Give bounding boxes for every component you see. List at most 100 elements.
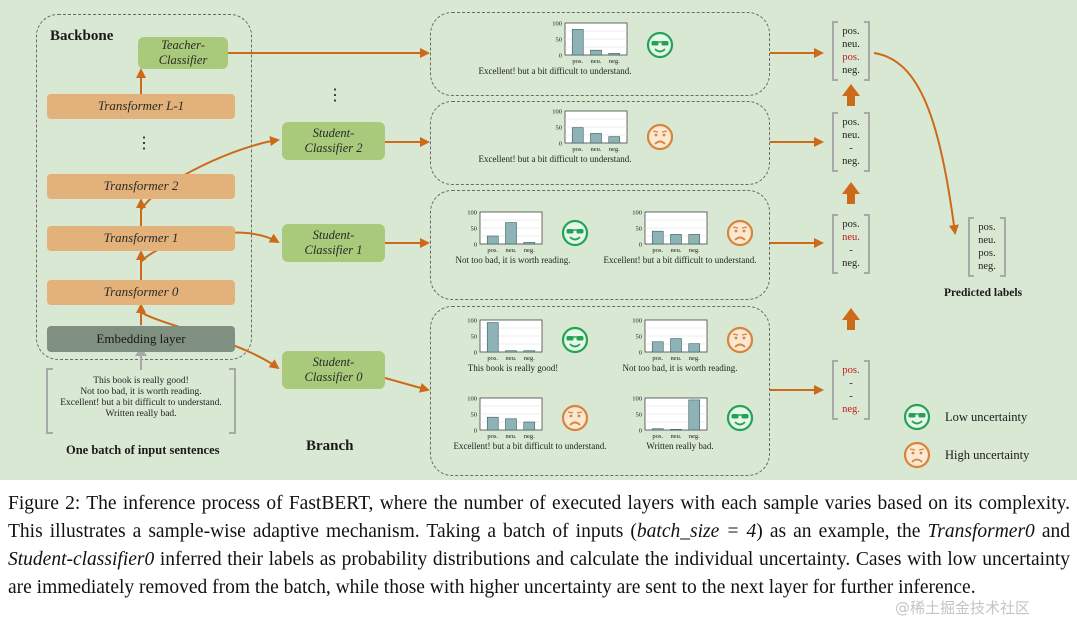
transformer-l-1[interactable]: Transformer L-1 xyxy=(47,94,235,119)
chart-caption: Excellent! but a bit difficult to unders… xyxy=(478,66,631,76)
label-item: pos. xyxy=(842,117,860,128)
label-item: pos. xyxy=(842,52,860,63)
label-item: - xyxy=(849,378,853,389)
chart-bar xyxy=(486,416,499,431)
transformer-0[interactable]: Transformer 0 xyxy=(47,280,235,305)
x-tick-label: neg. xyxy=(524,355,535,362)
chart-bar xyxy=(651,428,664,431)
caption-text-4: inferred their labels as probability dis… xyxy=(8,549,1070,598)
chart-caption: Excellent! but a bit difficult to unders… xyxy=(453,441,606,451)
chart-bar xyxy=(688,399,701,431)
high-uncertainty-face-icon xyxy=(903,441,931,469)
chart-bar xyxy=(571,29,584,56)
y-tick-label: 100 xyxy=(552,21,562,28)
student-classifier-0[interactable]: Student- Classifier 0 xyxy=(282,351,385,389)
y-tick-label: 100 xyxy=(632,210,642,217)
transformer-label-0: Transformer L-1 xyxy=(97,98,185,113)
label-item: neu. xyxy=(842,232,860,243)
x-tick-label: pos. xyxy=(572,58,583,65)
x-tick-label: neu. xyxy=(670,247,681,254)
label-column-1: pos. neu. - neg. xyxy=(832,112,870,172)
watermark: @稀土掘金技术社区 xyxy=(895,599,1031,617)
bracket-right xyxy=(1000,217,1006,277)
chart-bar xyxy=(608,53,621,56)
y-tick-label: 50 xyxy=(636,226,643,233)
chart-caption: Written really bad. xyxy=(646,441,713,451)
y-tick-label: 100 xyxy=(467,396,477,403)
chart-bar xyxy=(670,338,682,353)
student-classifier-2[interactable]: Student- Classifier 2 xyxy=(282,122,385,160)
embedding-layer[interactable]: Embedding layer xyxy=(47,326,235,352)
predicted-label: pos. xyxy=(978,222,996,233)
label-item: neu. xyxy=(842,130,860,141)
x-tick-label: neu. xyxy=(505,433,516,440)
transformer-label-1: Transformer 2 xyxy=(103,178,179,193)
transformer-1[interactable]: Transformer 1 xyxy=(47,226,235,251)
y-tick-label: 0 xyxy=(474,242,477,249)
chart-bar xyxy=(608,136,621,144)
chart-bar xyxy=(590,133,602,144)
chart-bar xyxy=(505,418,517,431)
input-sentence: Excellent! but a bit difficult to unders… xyxy=(60,398,222,408)
y-tick-label: 100 xyxy=(552,109,562,116)
student-classifier-label: Student- Classifier 2 xyxy=(304,126,363,155)
branch-vdots: ⋮ xyxy=(327,87,343,104)
y-tick-label: 100 xyxy=(632,318,642,325)
y-tick-label: 50 xyxy=(556,125,563,132)
label-item: neg. xyxy=(842,258,860,269)
y-tick-label: 0 xyxy=(559,53,562,60)
x-tick-label: pos. xyxy=(652,355,663,362)
chart-bar xyxy=(486,235,499,245)
x-tick-label: neu. xyxy=(670,433,681,440)
student-classifier-1[interactable]: Student- Classifier 1 xyxy=(282,224,385,262)
bracket-left xyxy=(968,217,974,277)
chart-bar xyxy=(651,230,664,245)
low-uncertainty-face-icon xyxy=(561,326,589,354)
bracket-right xyxy=(229,368,236,434)
teacher-classifier[interactable]: Teacher- Classifier xyxy=(138,37,228,69)
x-tick-label: neg. xyxy=(609,58,620,65)
transformer-2[interactable]: Transformer 2 xyxy=(47,174,235,199)
label-item: neg. xyxy=(842,404,860,415)
label-item: pos. xyxy=(842,26,860,37)
y-tick-label: 50 xyxy=(471,412,478,419)
y-tick-label: 50 xyxy=(471,226,478,233)
chart-bar xyxy=(688,234,701,245)
caption-emph-2: Student-classifier0 xyxy=(8,549,155,570)
x-tick-label: pos. xyxy=(572,146,583,153)
caption-text-2: ) as an example, the xyxy=(756,521,928,542)
y-tick-label: 50 xyxy=(636,334,643,341)
legend-high-label: High uncertainty xyxy=(945,448,1030,462)
x-tick-label: neg. xyxy=(524,433,535,440)
label-column-0: pos. neu. pos. neg. xyxy=(832,21,870,81)
x-tick-label: pos. xyxy=(487,433,498,440)
x-tick-label: pos. xyxy=(652,433,663,440)
panel-2 xyxy=(430,190,770,300)
bracket-right xyxy=(864,360,870,420)
label-item: neu. xyxy=(842,39,860,50)
x-tick-label: pos. xyxy=(487,247,498,254)
x-tick-label: neg. xyxy=(524,247,535,254)
input-sentence: This book is really good! xyxy=(93,376,189,386)
panel-1 xyxy=(430,101,770,185)
bracket-left xyxy=(832,112,838,172)
y-tick-label: 100 xyxy=(467,318,477,325)
x-tick-label: pos. xyxy=(487,355,498,362)
y-tick-label: 0 xyxy=(639,428,642,435)
x-tick-label: neu. xyxy=(590,146,601,153)
panel-0 xyxy=(430,12,770,96)
high-uncertainty-face-icon xyxy=(561,404,589,432)
low-uncertainty-face-icon xyxy=(561,219,589,247)
label-item: neg. xyxy=(842,156,860,167)
predicted-caption: Predicted labels xyxy=(944,287,1023,299)
x-tick-label: neu. xyxy=(505,355,516,362)
backbone-vdots: ⋮ xyxy=(136,135,152,152)
y-tick-label: 100 xyxy=(632,396,642,403)
